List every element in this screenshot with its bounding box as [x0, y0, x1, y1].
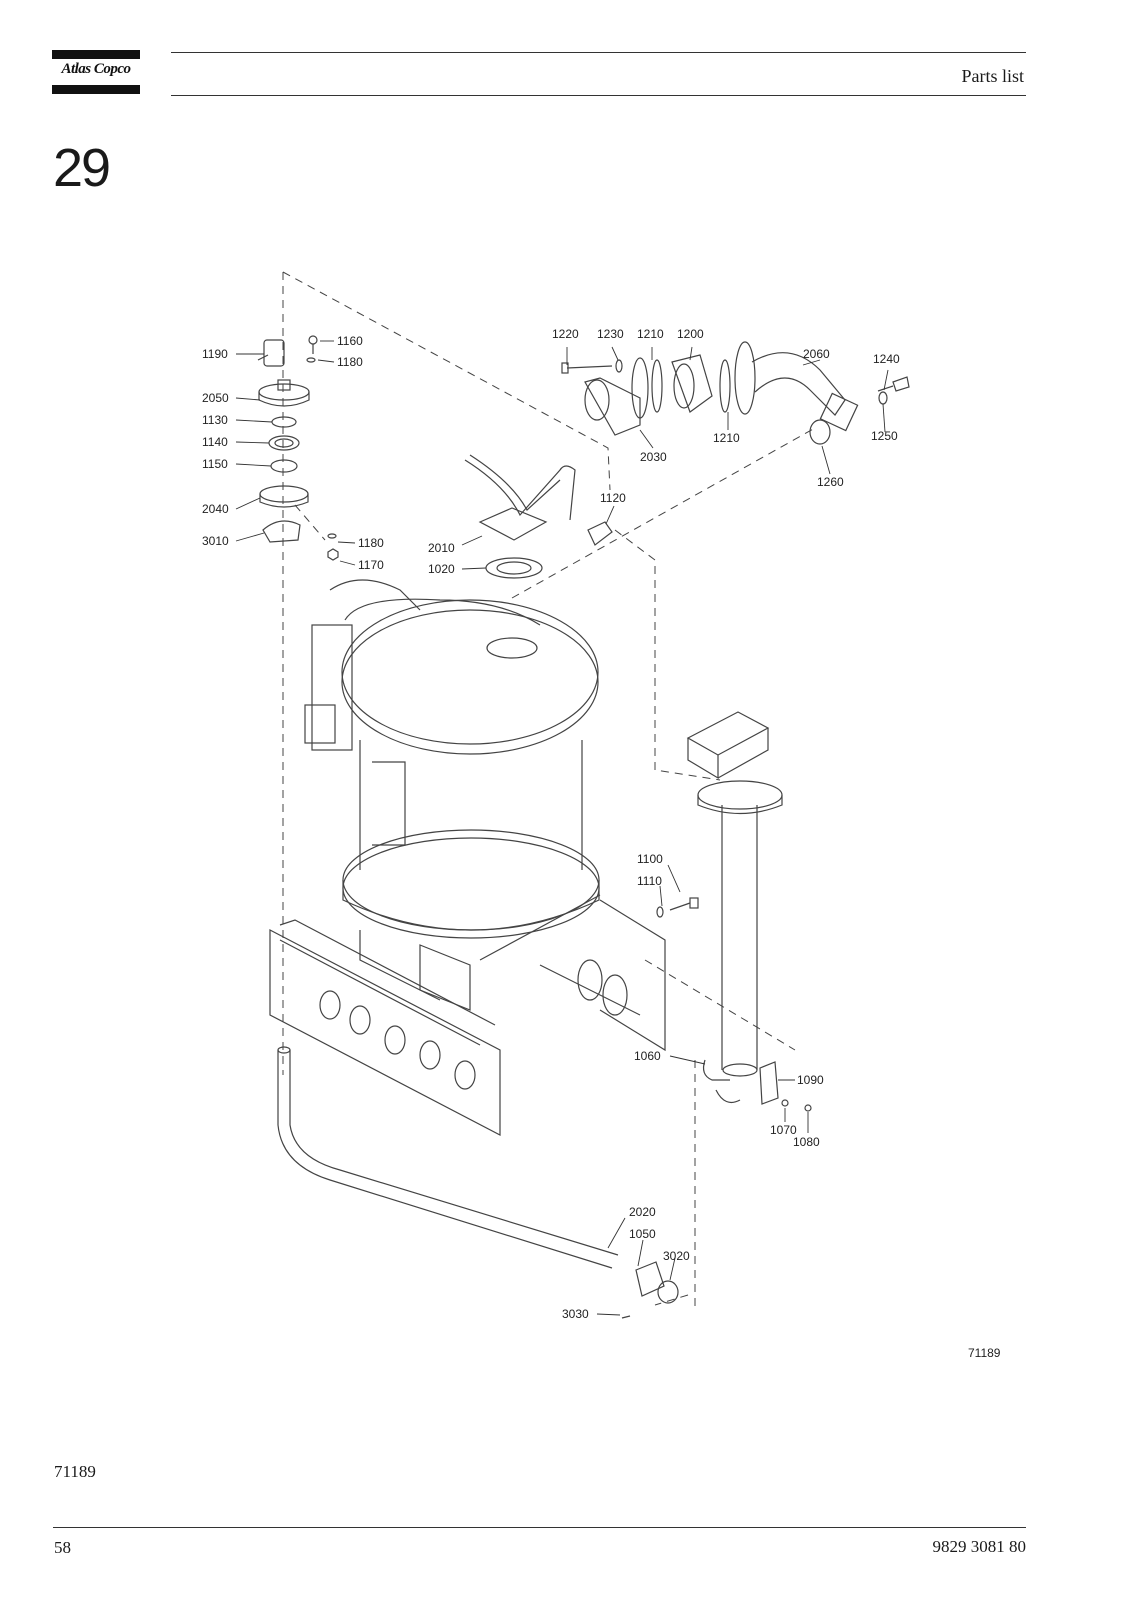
drawing-geometry — [257, 271, 910, 1319]
callout-label: 2010 — [428, 541, 455, 555]
header-top-rule — [171, 52, 1026, 53]
callout-label: 1220 — [552, 327, 579, 341]
flange-assembly-top-right — [561, 341, 910, 445]
callout-label: 1020 — [428, 562, 455, 576]
bolt-1100 — [656, 897, 699, 918]
callout-label: 1090 — [797, 1073, 824, 1087]
callout-label: 1180 — [337, 355, 363, 369]
pipe-2020 — [277, 1046, 679, 1319]
drawing-number: 71189 — [968, 1346, 1001, 1360]
callout-label: 1240 — [873, 352, 900, 366]
callout-label: 1160 — [337, 334, 363, 348]
chapter-number: 29 — [53, 138, 111, 198]
callout-label: 2020 — [629, 1205, 656, 1219]
callout-label: 1110 — [637, 874, 662, 888]
callout-label: 2040 — [202, 502, 229, 516]
assembly-dashed-lines — [282, 271, 816, 1310]
figure-id: 71189 — [54, 1462, 96, 1481]
header-bottom-rule — [171, 95, 1026, 96]
logo-top-bar — [52, 50, 140, 59]
callout-label: 1050 — [629, 1227, 656, 1241]
callout-label: 1070 — [770, 1123, 797, 1137]
page-number: 58 — [54, 1538, 71, 1557]
callout-label: 2050 — [202, 391, 229, 405]
callout-label: 1120 — [600, 491, 626, 505]
pipe-2010 — [464, 454, 613, 579]
valve-stack-left — [257, 335, 339, 561]
callout-label: 1200 — [677, 327, 704, 341]
callout-labels: 1190 1160 1180 2050 1130 1140 1150 2040 … — [202, 327, 900, 1321]
callout-label: 3010 — [202, 534, 229, 548]
callout-label: 1140 — [202, 435, 228, 449]
level-indicator-tube — [686, 711, 812, 1112]
separator-vessel — [304, 579, 600, 939]
callout-label: 2060 — [803, 347, 830, 361]
callout-label: 1230 — [597, 327, 624, 341]
callout-label: 3020 — [663, 1249, 690, 1263]
callout-label: 1130 — [202, 413, 228, 427]
logo-wordmark: Atlas Copco — [61, 61, 131, 77]
callout-label: 2030 — [640, 450, 667, 464]
callout-label: 1180 — [358, 536, 384, 550]
callout-label: 1080 — [793, 1135, 820, 1149]
callout-label: 1100 — [637, 852, 663, 866]
callout-label: 1210 — [637, 327, 664, 341]
callout-label: 1210 — [713, 431, 740, 445]
section-title: Parts list — [961, 66, 1024, 86]
callout-label: 3030 — [562, 1307, 589, 1321]
callout-leaders — [235, 340, 889, 1316]
support-frame — [269, 894, 666, 1136]
callout-label: 1260 — [817, 475, 844, 489]
callout-label: 1250 — [871, 429, 898, 443]
callout-label: 1190 — [202, 347, 228, 361]
callout-label: 1170 — [358, 558, 384, 572]
logo-bottom-bar — [52, 85, 140, 94]
footer-rule — [53, 1527, 1026, 1528]
document-number: 9829 3081 80 — [932, 1537, 1027, 1556]
callout-label: 1060 — [634, 1049, 661, 1063]
callout-label: 1150 — [202, 457, 228, 471]
atlas-copco-logo: Atlas Copco — [52, 50, 140, 94]
